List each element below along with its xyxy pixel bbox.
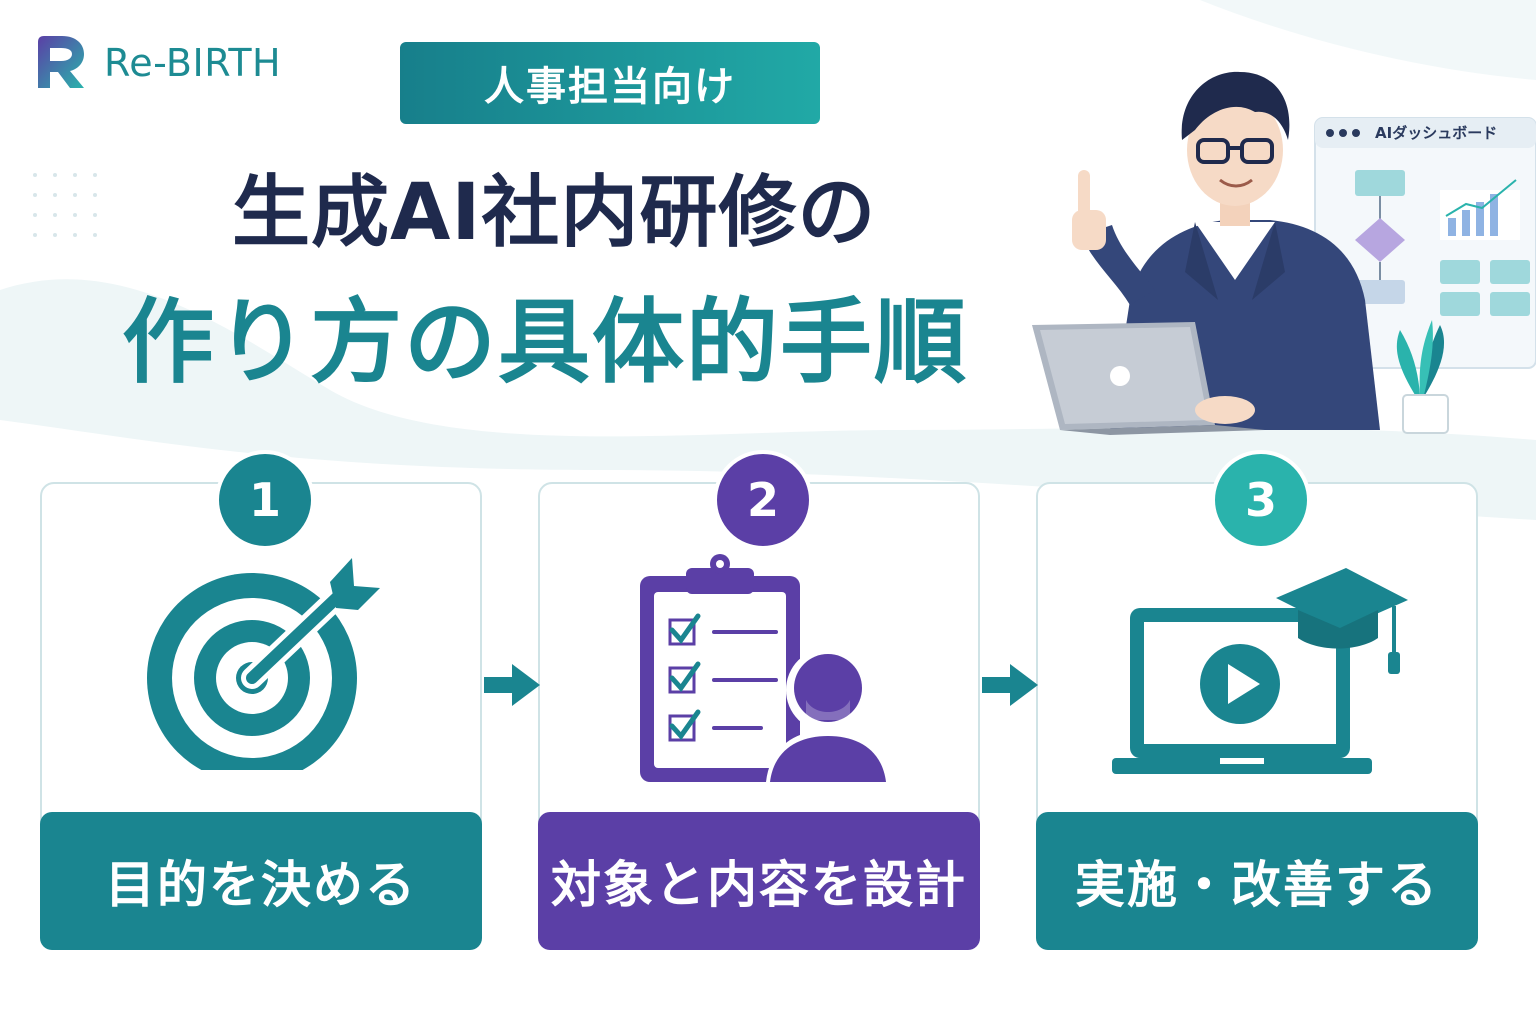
dashboard-title: AIダッシュボード bbox=[1375, 124, 1497, 142]
step-number-1: 1 bbox=[215, 450, 315, 550]
checklist-person-icon bbox=[640, 554, 890, 782]
logo-r-icon bbox=[38, 36, 84, 88]
step-number-2: 2 bbox=[713, 450, 813, 550]
laptop-graduation-icon bbox=[1112, 568, 1408, 774]
step-number-3: 3 bbox=[1211, 450, 1311, 550]
step-label-3: 実施・改善する bbox=[1036, 812, 1478, 950]
laptop-icon bbox=[1032, 322, 1265, 435]
brand-logo[interactable]: Re-BIRTH bbox=[30, 32, 281, 94]
page-title-line2: 作り方の具体的手順 bbox=[122, 289, 969, 396]
step-label-2: 対象と内容を設計 bbox=[538, 812, 980, 950]
target-icon bbox=[147, 558, 380, 770]
arrow-right-icon bbox=[484, 664, 540, 706]
plant-icon bbox=[1396, 320, 1449, 434]
step-label-1: 目的を決める bbox=[40, 812, 482, 950]
arrow-right-icon bbox=[982, 664, 1038, 706]
brand-name: Re-BIRTH bbox=[104, 41, 282, 85]
person-pointing-icon bbox=[1032, 71, 1380, 435]
illustration: AIダッシュボード bbox=[1032, 71, 1536, 435]
page-title-line1: 生成AI社内研修の bbox=[232, 168, 877, 258]
audience-badge: 人事担当向け bbox=[400, 42, 820, 124]
